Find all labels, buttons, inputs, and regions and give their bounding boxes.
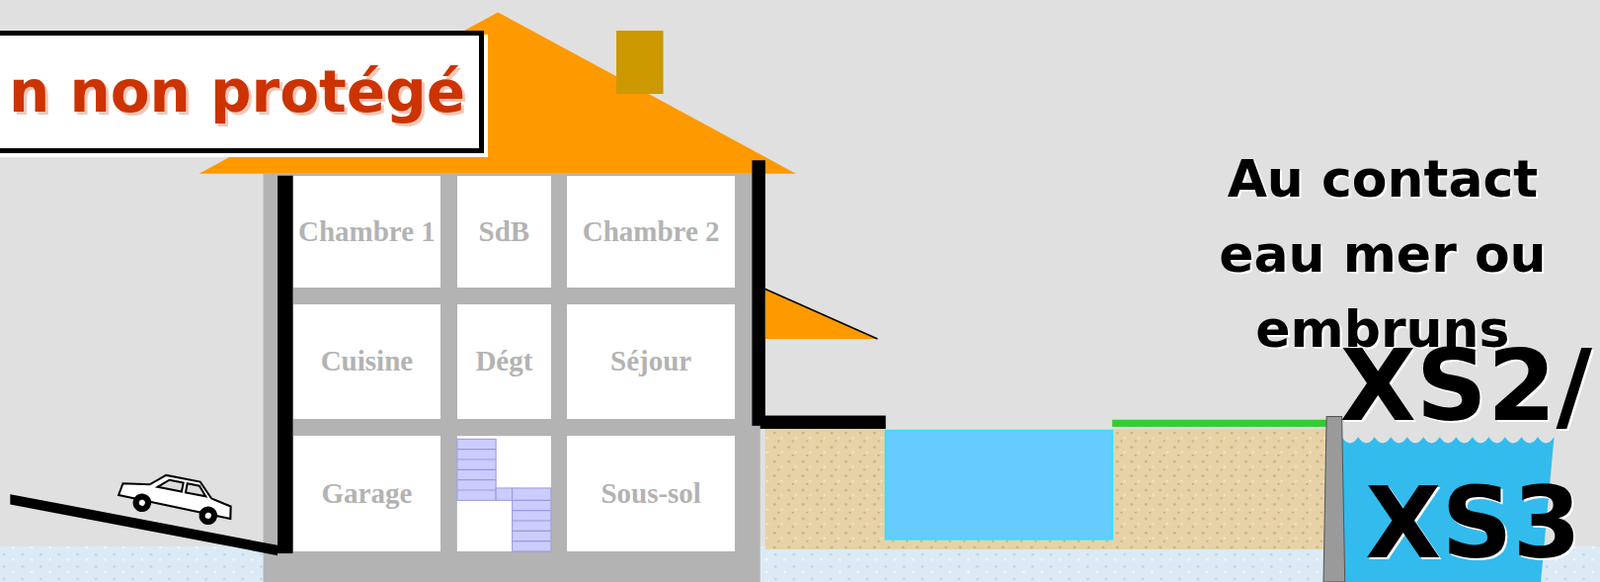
exposure-class: XS2/	[1340, 331, 1593, 441]
room-name: Chambre 2	[582, 215, 720, 248]
room-name: Chambre 1	[298, 215, 436, 248]
illustration-part	[512, 540, 552, 542]
room-box: Séjour	[566, 304, 734, 419]
illustration-part	[158, 478, 184, 492]
illustration-part	[185, 482, 208, 496]
illustration-part	[616, 30, 664, 94]
illustration-part	[751, 160, 765, 426]
illustration-part	[277, 175, 293, 554]
illustration-part	[1323, 416, 1346, 582]
illustration-part	[9, 493, 278, 556]
illustration-part	[457, 479, 496, 480]
room-name: Dégt	[475, 344, 533, 378]
room-box: Chambre 2	[566, 175, 734, 289]
illustration-part	[457, 448, 496, 450]
illustration-part	[457, 469, 496, 471]
illustration-part	[512, 530, 552, 532]
illustration-part	[204, 511, 212, 519]
illustration-part	[885, 430, 1113, 540]
illustration-part	[765, 288, 879, 339]
room-box: Cuisine	[293, 304, 442, 419]
illustration-part	[765, 288, 879, 339]
illustration-part	[512, 487, 552, 552]
exposure-class: XS3	[1364, 469, 1582, 578]
illustration-part	[512, 519, 552, 521]
illustration-part	[512, 509, 552, 511]
illustration-part	[132, 492, 152, 512]
title: n non protégé	[8, 58, 466, 126]
room-box: Chambre 1	[293, 175, 442, 289]
illustration-part	[457, 438, 552, 552]
illustration-part	[198, 505, 218, 525]
room-name: Séjour	[610, 344, 692, 378]
illustration-part	[138, 498, 146, 506]
illustration-part	[457, 458, 496, 460]
illustration-part	[263, 173, 761, 582]
room-box: Sous-sol	[566, 435, 734, 552]
illustration-part	[457, 438, 496, 500]
room-name: SdB	[479, 215, 531, 248]
illustration-part	[457, 449, 552, 542]
title-box: n non protégé	[0, 30, 484, 154]
illustration-part	[1112, 419, 1329, 427]
illustration-part	[512, 499, 552, 501]
illustration-part	[760, 415, 886, 429]
room-name: Garage	[321, 477, 413, 510]
room-name: Sous-sol	[600, 477, 702, 510]
illustration-part	[116, 467, 237, 529]
illustration-part	[118, 467, 238, 520]
room-name: Cuisine	[320, 344, 413, 378]
illustration-part	[495, 487, 513, 500]
illustration-part	[457, 488, 496, 490]
room-box: Dégt	[457, 304, 552, 419]
room-box: SdB	[457, 175, 552, 289]
room-box: Garage	[293, 435, 442, 552]
illustration-part	[765, 428, 1327, 550]
illustration-part	[457, 435, 552, 552]
